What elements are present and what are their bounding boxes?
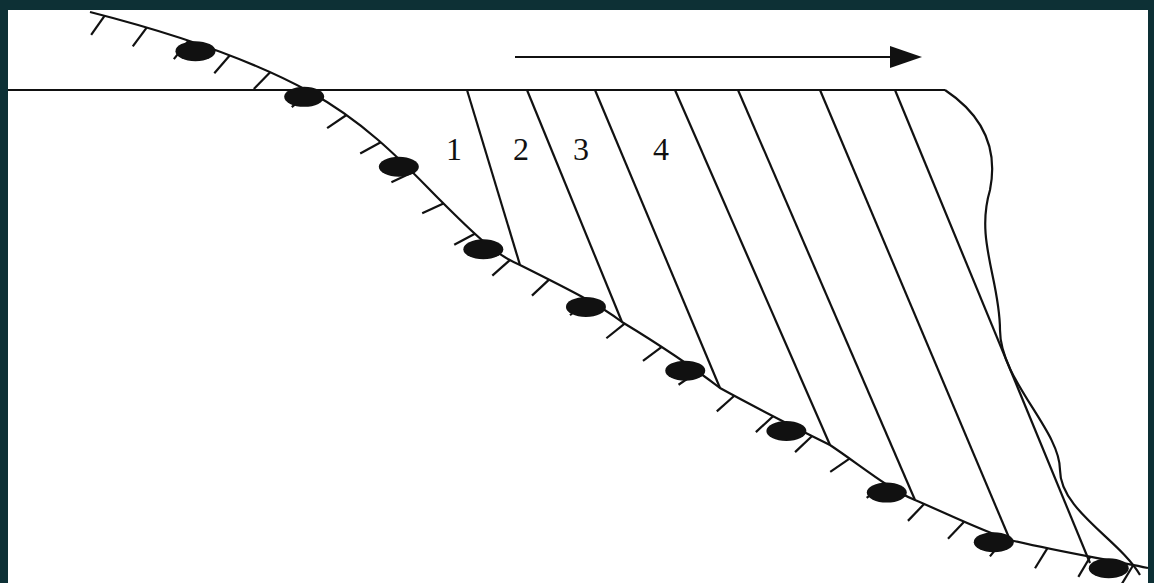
callout-number: 4	[652, 131, 670, 167]
layer-number: 1	[445, 133, 463, 165]
layer-lines	[467, 90, 1090, 563]
hatch-line	[948, 522, 964, 539]
vegetation-marks	[175, 41, 1128, 578]
water-surface	[8, 89, 945, 91]
vegetation-blob	[867, 483, 907, 503]
vegetation-blob	[175, 41, 215, 61]
callout-number: 2	[512, 131, 530, 167]
vegetation-blob	[1089, 558, 1129, 578]
hatch-line	[643, 347, 662, 361]
hatch-line	[327, 115, 346, 128]
paper-ground	[8, 10, 1148, 583]
slope-surface	[90, 12, 1148, 568]
hatch-line	[908, 504, 924, 521]
layer-number: 2	[512, 133, 530, 165]
vegetation-blob	[665, 361, 705, 381]
hatch-line	[1035, 548, 1047, 568]
layer-number: 4	[652, 133, 670, 165]
hatch-line	[532, 280, 549, 296]
vegetation-blob	[974, 532, 1014, 552]
vegetation-blob	[463, 239, 503, 259]
hatch-line	[133, 28, 147, 47]
ground-hatching	[91, 16, 1133, 583]
layer-number: 3	[572, 133, 590, 165]
front-edge	[945, 90, 1140, 575]
vegetation-blob	[566, 297, 606, 317]
hatch-line	[254, 72, 270, 89]
callout-number: 3	[572, 131, 590, 167]
hatch-line	[717, 396, 734, 412]
arrow	[515, 56, 900, 58]
hatch-line	[91, 16, 104, 35]
hatch-line	[830, 459, 849, 472]
arrow-head	[890, 46, 922, 68]
hatch-line	[606, 324, 624, 339]
hatch-line	[360, 142, 381, 153]
callout-number: 1	[445, 131, 463, 167]
vegetation-blob	[379, 157, 419, 177]
hatch-line	[422, 203, 443, 213]
vegetation-blob	[284, 87, 324, 107]
hatch-line	[214, 56, 229, 74]
vegetation-blob	[766, 421, 806, 441]
hatch-line	[1078, 557, 1090, 577]
hatch-line	[492, 260, 510, 276]
